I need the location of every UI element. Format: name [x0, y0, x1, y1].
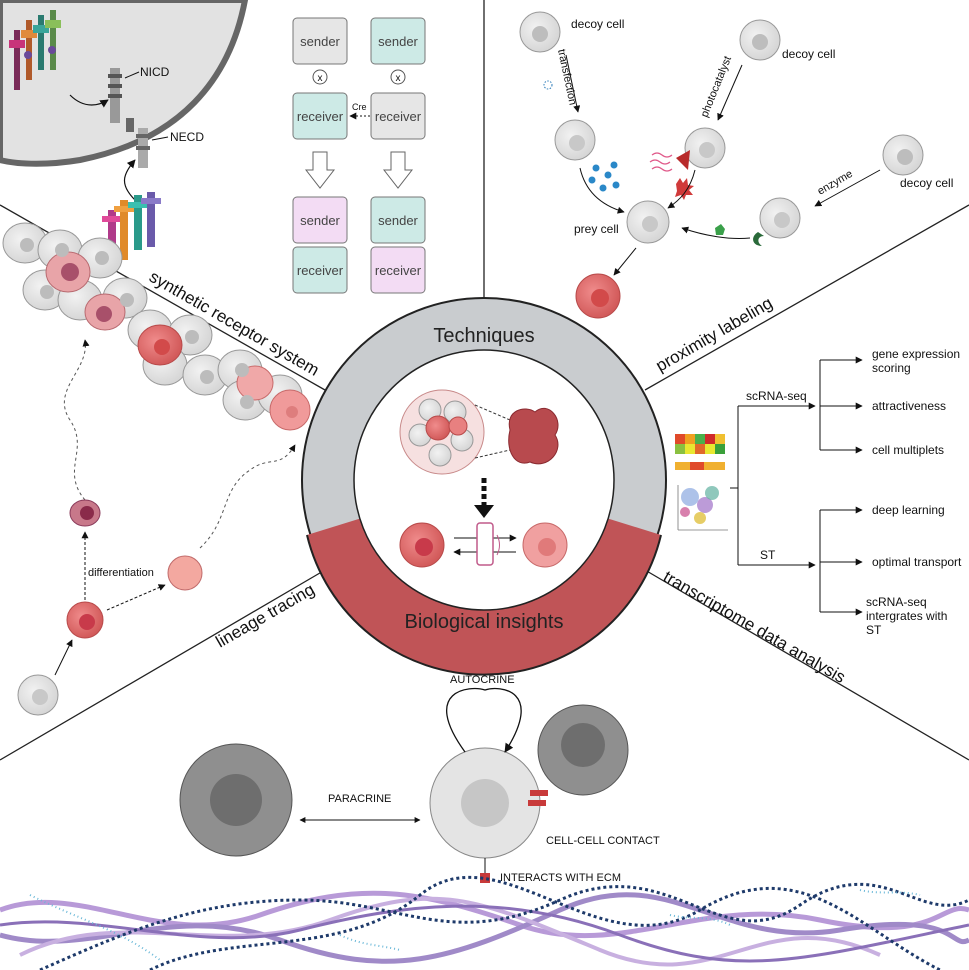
receiver-box-3: receiver — [375, 109, 422, 124]
sender-box-4: sender — [378, 213, 418, 228]
section-label-lineage: lineage tracing — [213, 580, 318, 652]
gene-expression-label-1: gene expression — [872, 347, 960, 361]
free-receptors-icon — [102, 192, 161, 260]
photocatalyst-label: photocatalyst — [699, 55, 734, 120]
sender-box-1: sender — [300, 34, 340, 49]
ecm-label: INTERACTS WITH ECM — [500, 872, 621, 884]
section-label-proximity: proximity labeling — [653, 293, 776, 375]
cell-multiplets-label: cell multiplets — [872, 443, 944, 457]
paracrine-label: PARACRINE — [328, 793, 391, 805]
decoy-cell-label-3: decoy cell — [900, 176, 953, 190]
times-symbol-2: x — [396, 73, 401, 84]
decoy-cell-label-1: decoy cell — [571, 17, 624, 31]
interaction-panel: PARACRINE AUTOCRINE CELL-CELL CONTACT IN… — [179, 674, 660, 884]
receiver-box-1: receiver — [297, 109, 344, 124]
scrna-label: scRNA-seq — [746, 389, 807, 403]
contact-label: CELL-CELL CONTACT — [546, 835, 660, 847]
ecm-fibers — [0, 875, 969, 970]
autocrine-label: AUTOCRINE — [450, 674, 515, 686]
receiver-box-4: receiver — [375, 263, 422, 278]
insights-label: Biological insights — [405, 611, 564, 633]
enzyme-label: enzyme — [816, 168, 855, 198]
scatter-umap-icon — [677, 485, 728, 531]
integrates-label-1: scRNA-seq — [866, 595, 927, 609]
transfection-label: transfection — [555, 48, 579, 106]
techniques-label: Techniques — [433, 325, 534, 347]
synnotch-panel: NICD NECD sender x receiver sender recei… — [0, 0, 426, 294]
burst-icon — [675, 178, 694, 200]
receiver-box-2: receiver — [297, 263, 344, 278]
tumor-icon — [508, 407, 559, 465]
lineage-panel: differentiation — [17, 339, 296, 716]
proximity-panel: decoy cell transfection decoy cell photo… — [519, 11, 953, 319]
cre-label: Cre — [352, 102, 367, 112]
autocrine-loop — [446, 687, 522, 753]
attractiveness-label: attractiveness — [872, 399, 946, 413]
heatmap-icon — [675, 434, 725, 470]
st-label: ST — [760, 548, 776, 562]
optimal-transport-label: optimal transport — [872, 555, 962, 569]
sender-box-2: sender — [300, 213, 340, 228]
sender-box-3: sender — [378, 34, 418, 49]
cell-cluster-illustration — [2, 222, 311, 431]
integrates-label-2: intergrates with — [866, 609, 947, 623]
differentiation-label: differentiation — [88, 567, 154, 579]
gene-expression-label-2: scoring — [872, 361, 911, 375]
receptor-cluster-icon — [9, 10, 61, 90]
blue-dots-icon — [588, 161, 620, 192]
down-arrow-icon-2 — [382, 151, 414, 189]
prey-cell-label: prey cell — [574, 222, 619, 236]
decoy-cell-label-2: decoy cell — [782, 47, 835, 61]
phone-icon — [476, 522, 494, 566]
light-waves-icon — [649, 152, 673, 172]
nicd-label: NICD — [140, 65, 170, 79]
times-symbol-1: x — [318, 73, 323, 84]
deep-learning-label: deep learning — [872, 503, 945, 517]
transcriptome-panel: scRNA-seq ST gene expression scoring att… — [675, 347, 962, 637]
integrates-label-3: ST — [866, 623, 882, 637]
down-arrow-icon — [304, 151, 336, 189]
central-ring: Techniques Biological insights — [301, 297, 667, 676]
necd-label: NECD — [170, 130, 204, 144]
notch-receptor-icon — [108, 68, 150, 168]
cell-membrane — [0, 0, 249, 167]
